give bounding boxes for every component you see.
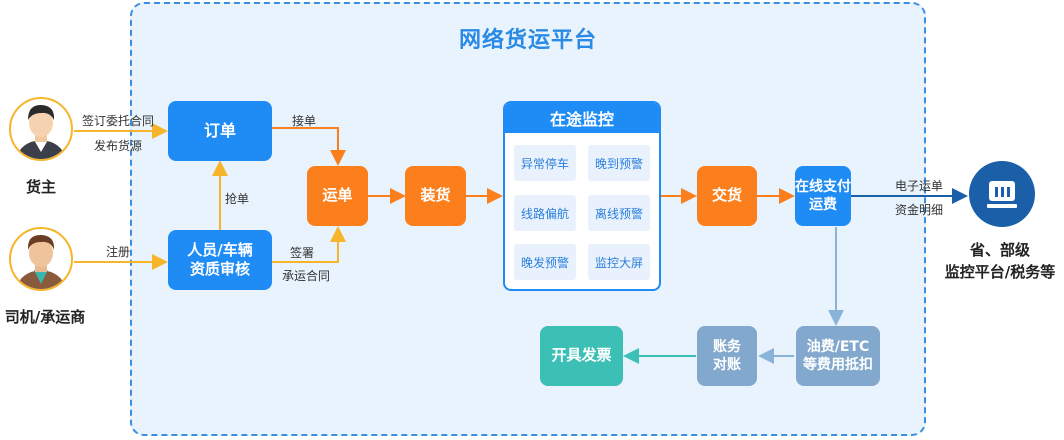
monitor-item: 晚到预警: [588, 145, 650, 181]
label-fund-detail: 资金明细: [895, 203, 944, 217]
label-publish-source: 发布货源: [94, 139, 143, 153]
carrier-avatar-icon: [9, 227, 73, 291]
delivery-node: 交货: [697, 166, 757, 226]
monitor-title: 在途监控: [505, 103, 659, 133]
reconcile-label-2: 对账: [713, 357, 741, 373]
platform-title: 网络货运平台: [458, 28, 597, 53]
loading-label: 装货: [420, 186, 451, 205]
payment-node: 在线支付 运费: [795, 166, 851, 226]
monitor-item: 监控大屏: [588, 244, 650, 280]
label-grab-order: 抢单: [225, 192, 250, 206]
qualification-label-1: 人员/车辆: [187, 240, 253, 259]
authority-label-2: 监控平台/税务等: [944, 262, 1056, 281]
waybill-node: 运单: [307, 166, 368, 226]
authority-label-1: 省、部级: [969, 241, 1030, 259]
qualification-node: 人员/车辆 资质审核: [168, 230, 272, 290]
in-transit-monitor-panel: 在途监控 异常停车 晚到预警 线路偏航 离线预警 晚发预警 监控大屏: [503, 101, 661, 291]
carrier-label: 司机/承运商: [4, 308, 86, 326]
payment-label-2: 运费: [809, 197, 837, 213]
arrow-qualification-waybill: [272, 226, 346, 263]
shipper-label: 货主: [25, 178, 56, 196]
fuel-label-1: 油费/ETC: [806, 338, 870, 355]
order-node: 订单: [168, 101, 272, 161]
label-sign: 签署: [290, 246, 315, 260]
qualification-label-2: 资质审核: [189, 260, 250, 278]
shipper-avatar-icon: [9, 97, 73, 161]
invoice-label: 开具发票: [551, 346, 612, 365]
fuel-etc-node: 油费/ETC 等费用抵扣: [796, 326, 880, 386]
monitor-item: 线路偏航: [514, 195, 576, 231]
fuel-label-2: 等费用抵扣: [803, 357, 873, 373]
order-label: 订单: [203, 120, 236, 140]
label-register: 注册: [106, 245, 131, 259]
arrow-order-waybill: [272, 127, 346, 166]
payment-label-1: 在线支付: [795, 178, 851, 195]
authority-label: 省、部级 监控平台/税务等: [930, 240, 1064, 284]
label-carriage-contract: 承运合同: [282, 269, 331, 283]
loading-node: 装货: [405, 166, 466, 226]
delivery-label: 交货: [711, 186, 742, 205]
reconcile-label-1: 账务: [713, 338, 741, 355]
monitor-item: 异常停车: [514, 145, 576, 181]
waybill-label: 运单: [322, 186, 353, 205]
monitor-item: 晚发预警: [514, 244, 576, 280]
label-e-waybill: 电子运单: [895, 179, 944, 193]
invoice-node: 开具发票: [540, 326, 623, 386]
reconcile-node: 账务 对账: [697, 326, 757, 386]
label-accept-order: 接单: [292, 114, 317, 128]
monitor-item: 离线预警: [588, 195, 650, 231]
label-sign-contract: 签订委托合同: [82, 114, 155, 128]
government-building-icon: [969, 161, 1035, 227]
